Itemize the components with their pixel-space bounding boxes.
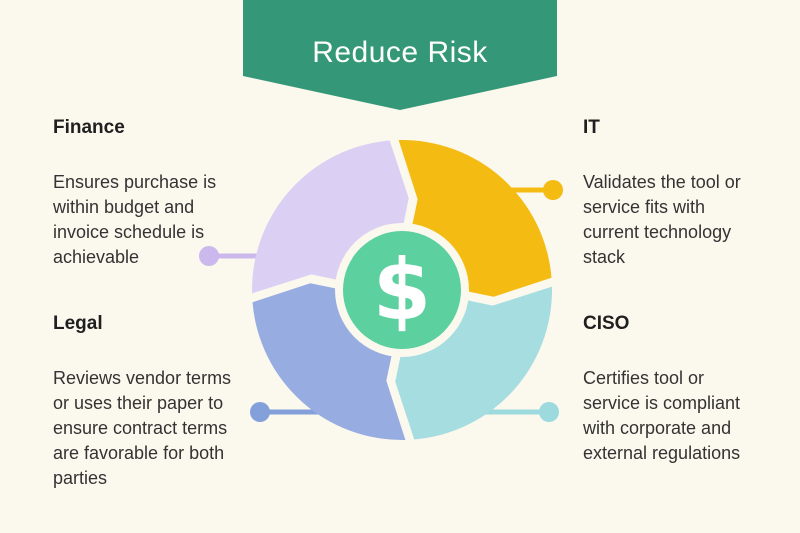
- finance-description: Ensures purchase is within budget and in…: [53, 172, 217, 267]
- ciso-connector-dot: [539, 402, 559, 422]
- legal-heading: Legal: [53, 313, 103, 334]
- ciso-section: CISO Certifies tool or service is compli…: [583, 312, 798, 466]
- cycle-wheel: $: [252, 140, 552, 440]
- finance-connector-dot: [199, 246, 219, 266]
- ciso-description: Certifies tool or service is compliant w…: [583, 368, 741, 463]
- legal-connector-dot: [250, 402, 270, 422]
- center-circle: [343, 231, 461, 349]
- banner-title: Reduce Risk: [312, 36, 488, 69]
- it-section: IT Validates the tool or service fits wi…: [583, 116, 798, 270]
- ciso-heading: CISO: [583, 313, 630, 334]
- finance-heading: Finance: [53, 117, 125, 138]
- dollar-icon: $: [373, 241, 431, 339]
- legal-description: Reviews vendor terms or uses their paper…: [53, 368, 232, 488]
- ciso-connector: [483, 402, 559, 422]
- banner-ribbon: [243, 0, 557, 110]
- it-description: Validates the tool or service fits with …: [583, 172, 741, 267]
- it-connector-dot: [543, 180, 563, 200]
- legal-section: Legal Reviews vendor terms or uses their…: [53, 312, 268, 491]
- finance-section: Finance Ensures purchase is within budge…: [53, 116, 268, 270]
- legal-connector: [250, 402, 325, 422]
- it-heading: IT: [583, 117, 600, 138]
